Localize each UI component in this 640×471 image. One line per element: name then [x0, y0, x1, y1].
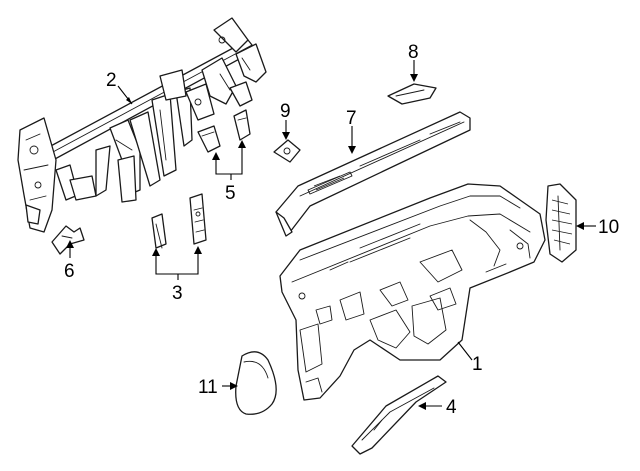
callout-5: 5: [225, 183, 236, 204]
leaders: [66, 60, 596, 410]
callout-1: 1: [472, 354, 483, 375]
part-7-defroster: [275, 111, 471, 237]
callout-10: 10: [598, 217, 619, 238]
part-4-trim: [351, 375, 447, 455]
callout-11: 11: [198, 377, 218, 398]
callout-3: 3: [172, 283, 183, 304]
callout-7: 7: [346, 108, 357, 129]
callout-6: 6: [64, 261, 75, 282]
part-1-instrument-panel: [279, 183, 546, 401]
part-9-clip: [273, 139, 301, 163]
callout-labels: 1 2 3 4 5 6 7 8 9 10 11: [64, 42, 619, 418]
part-10-side-cover: [545, 183, 577, 263]
part-8-cover: [387, 83, 437, 105]
callout-9: 9: [280, 101, 291, 122]
part-2-crossbeam: [17, 17, 267, 233]
part-11-end-cap: [235, 351, 277, 415]
part-3-brackets: [151, 193, 207, 249]
part-5-brackets: [197, 109, 251, 153]
part-6-bracket: [51, 225, 85, 255]
callout-4: 4: [446, 397, 457, 418]
callout-8: 8: [408, 42, 419, 63]
callout-2: 2: [106, 70, 117, 91]
